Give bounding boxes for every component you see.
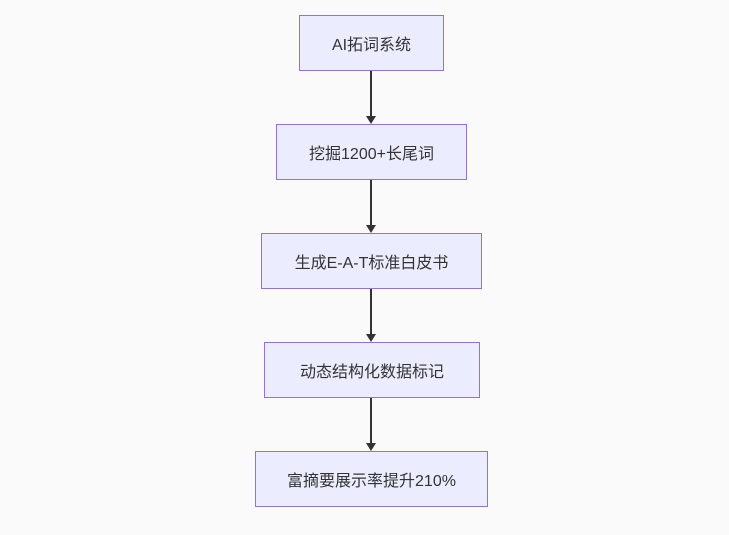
flow-node-label: 动态结构化数据标记	[299, 364, 444, 381]
flow-node-label: 富摘要展示率提升210%	[287, 473, 456, 490]
flow-edge-2	[370, 180, 372, 225]
flow-node-rich-snippet-result: 富摘要展示率提升210%	[255, 451, 488, 507]
arrow-down-icon	[366, 443, 376, 451]
arrow-down-icon	[366, 334, 376, 342]
flow-node-label: AI拓词系统	[331, 37, 412, 54]
flow-node-ai-keyword-system: AI拓词系统	[299, 15, 444, 71]
arrow-down-icon	[366, 225, 376, 233]
flow-node-label: 挖掘1200+长尾词	[309, 146, 434, 163]
flow-edge-1	[370, 71, 372, 116]
flow-edge-3	[370, 289, 372, 334]
flow-node-structured-data-markup: 动态结构化数据标记	[264, 342, 480, 398]
flow-node-label: 生成E-A-T标准白皮书	[294, 255, 449, 272]
flow-node-eat-whitepaper: 生成E-A-T标准白皮书	[261, 233, 482, 289]
arrow-down-icon	[366, 116, 376, 124]
flow-edge-4	[370, 398, 372, 443]
flow-node-longtail-mining: 挖掘1200+长尾词	[276, 124, 467, 180]
